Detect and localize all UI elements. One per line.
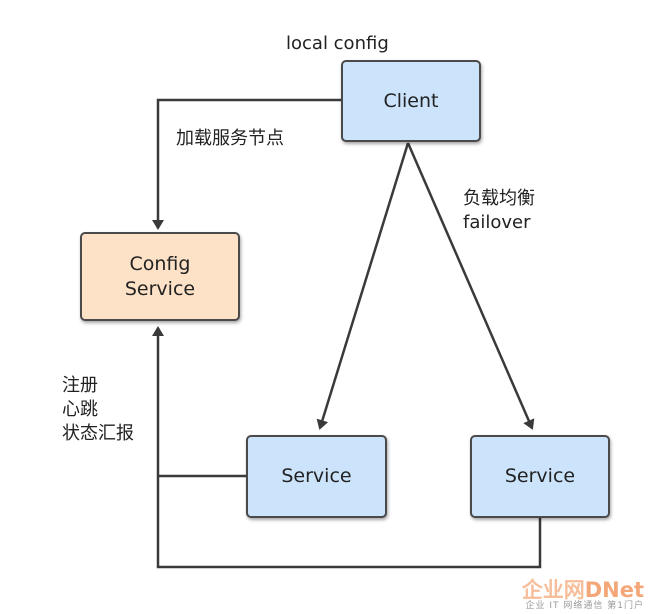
edge-client-to-service-2 <box>406 142 535 430</box>
watermark-main-suffix: DNet <box>584 578 644 602</box>
register-label-line2: 心跳 <box>62 399 98 420</box>
watermark-logo: 企业网DNet 企业 IT 网络通信 第1门户 <box>522 579 644 612</box>
watermark-sub: 企业 IT 网络通信 第1门户 <box>525 601 644 611</box>
local-config-label: local config <box>286 33 389 54</box>
client-node-label: Client <box>383 89 439 112</box>
service-node-1-label: Service <box>281 465 352 487</box>
edge-client-to-service-1 <box>316 142 410 430</box>
register-label-line3: 状态汇报 <box>62 423 134 444</box>
load-balance-label-line2: failover <box>463 212 531 233</box>
edge-client-to-config <box>152 98 341 230</box>
edge-service-2-to-config <box>152 326 542 569</box>
register-label-line1: 注册 <box>62 375 98 396</box>
service-node-2-label: Service <box>504 465 576 487</box>
load-nodes-label: 加载服务节点 <box>176 128 284 149</box>
client-node: Client <box>341 60 481 142</box>
watermark-main-prefix: 企业网 <box>521 578 585 602</box>
config-service-node: Config Service <box>80 232 240 321</box>
config-service-label-line2: Service <box>124 277 196 300</box>
service-node-2: Service <box>470 435 610 518</box>
load-balance-label-line1: 负载均衡 <box>463 188 535 209</box>
config-service-label-line1: Config <box>129 252 191 275</box>
load-balance-label: 负载均衡 failover <box>463 187 535 235</box>
register-label: 注册 心跳 状态汇报 <box>62 374 134 446</box>
service-node-1: Service <box>246 435 387 518</box>
